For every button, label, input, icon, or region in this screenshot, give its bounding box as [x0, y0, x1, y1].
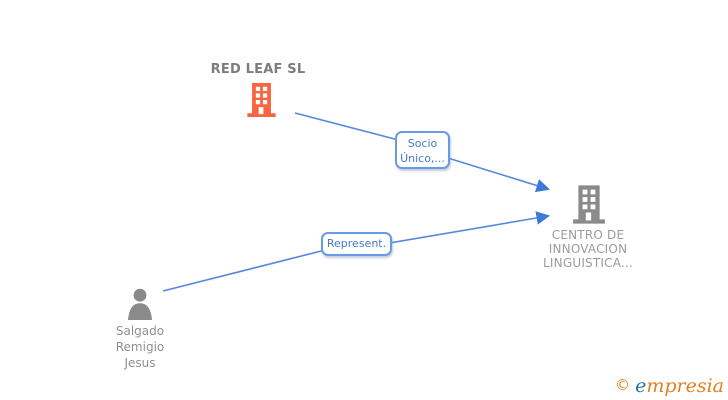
copyright-icon: ©	[614, 376, 630, 394]
salgado-label-line1: Salgado	[115, 324, 165, 338]
brand-initial: e	[635, 375, 647, 397]
node-label-salgado[interactable]: Salgado Remigio Jesus	[80, 323, 200, 371]
empresia-logo[interactable]: © empresia	[615, 375, 724, 397]
node-label-red-leaf[interactable]: RED LEAF SL	[210, 62, 306, 77]
brand-rest: mpresia	[646, 375, 724, 397]
centro-label-line1: CENTRO DE	[551, 228, 625, 242]
node-label-centro[interactable]: CENTRO DE INNOVACION LINGUISTICA...	[523, 228, 653, 270]
edge-label-socio-line2: Único,...	[400, 152, 445, 165]
edge-line-socio-b	[434, 153, 550, 193]
centro-label-line3: LINGUISTICA...	[543, 256, 633, 270]
building-icon[interactable]	[246, 83, 277, 117]
centro-label-line2: INNOVACION	[548, 242, 628, 256]
salgado-label-line3: Jesus	[124, 356, 156, 370]
edge-label-socio-line1: Socio	[407, 137, 438, 150]
person-icon[interactable]	[123, 288, 157, 322]
building-icon[interactable]	[572, 184, 606, 225]
edge-line-socio-a	[294, 112, 411, 144]
edge-line-represent-a	[162, 244, 346, 292]
salgado-label-line2: Remigio	[115, 340, 165, 354]
edge-label-socio-unico[interactable]: Socio Único,...	[395, 131, 450, 169]
edge-label-represent[interactable]: Represent.	[321, 232, 392, 256]
